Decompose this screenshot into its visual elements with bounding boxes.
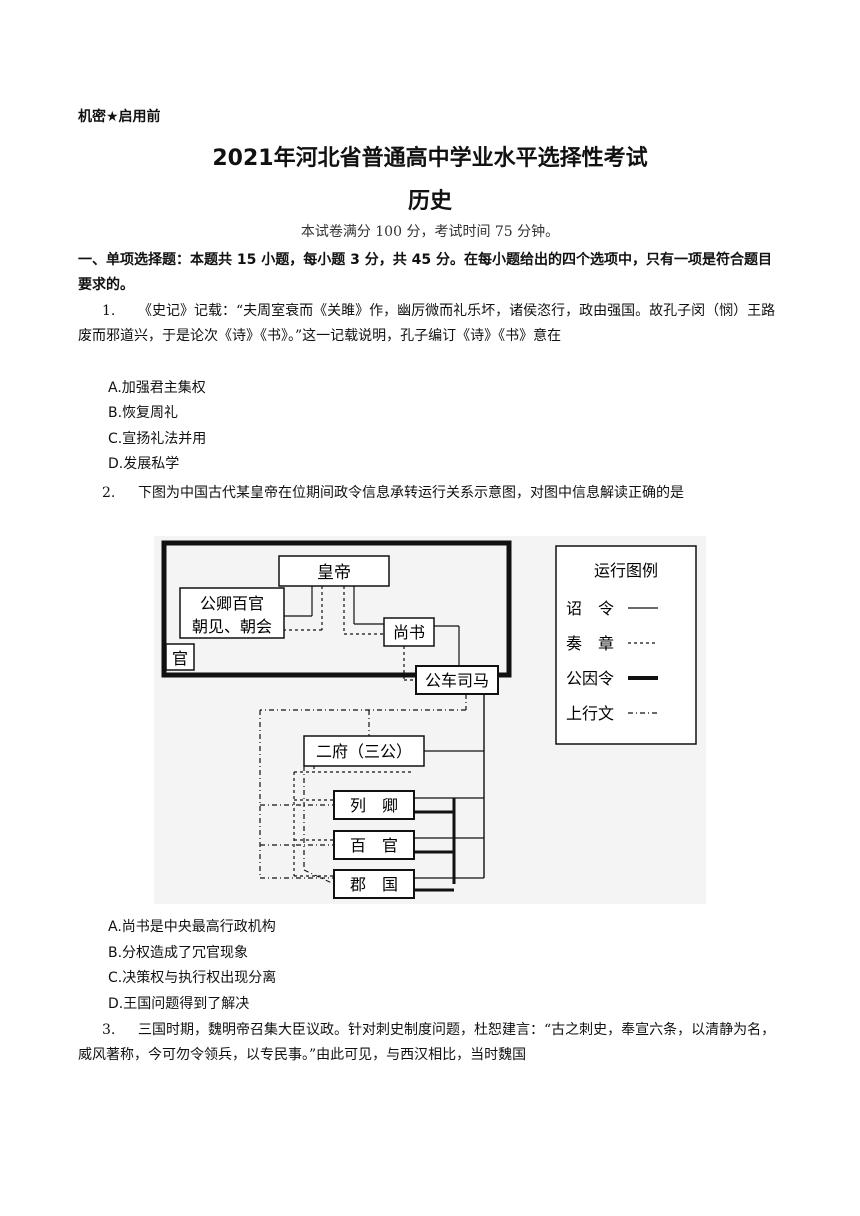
flow-diagram: 皇帝 公卿百官 朝见、朝会 官 尚书 公车司马 bbox=[161, 540, 697, 899]
gongche-box bbox=[415, 665, 499, 695]
legend-item-edict: 诏 令 bbox=[566, 599, 614, 618]
legend-title: 运行图例 bbox=[594, 561, 658, 580]
legend-item-upward: 上行文 bbox=[566, 704, 614, 723]
question-number: 3. bbox=[102, 1022, 116, 1038]
legend-item-memorial: 奏 章 bbox=[566, 634, 614, 653]
court-frame bbox=[161, 540, 512, 678]
erfu-box bbox=[303, 735, 425, 767]
option-b: B.分权造成了冗官现象 bbox=[108, 945, 249, 961]
option-a: A.加强君主集权 bbox=[108, 380, 206, 396]
question-2: 2. 下图为中国古代某皇帝在位期间政令信息承转运行关系示意图，对图中信息解读正确的… bbox=[78, 481, 784, 506]
legend-item-public-order: 公因令 bbox=[566, 669, 614, 688]
officials-label-1: 公卿百官 bbox=[200, 594, 264, 613]
officials-box bbox=[179, 587, 285, 639]
erfu-label: 二府（三公） bbox=[316, 742, 412, 761]
emperor-label: 皇帝 bbox=[317, 563, 351, 583]
legend-box bbox=[555, 545, 697, 745]
question-text: 三国时期，魏明帝召集大臣议政。针对刺史制度问题，杜恕建言：“古之刺史，奉宣六条，… bbox=[78, 1022, 776, 1063]
shangshu-label: 尚书 bbox=[393, 623, 425, 642]
baiguan-label: 百 官 bbox=[350, 836, 398, 855]
option-b: B.恢复周礼 bbox=[108, 405, 179, 421]
question-number: 2. bbox=[102, 485, 116, 501]
junguo-box bbox=[333, 869, 415, 899]
question-text: 《史记》记载：“夫周室衰而《关雎》作，幽厉微而礼乐坏，诸侯恣行，政由强国。故孔子… bbox=[78, 303, 776, 344]
option-d: D.发展私学 bbox=[108, 456, 180, 472]
exam-subject: 历史 bbox=[407, 189, 452, 214]
option-a: A.尚书是中央最高行政机构 bbox=[108, 919, 276, 935]
diagram-figure: 皇帝 公卿百官 朝见、朝会 官 尚书 公车司马 bbox=[154, 536, 706, 904]
junguo-label: 郡 国 bbox=[350, 875, 398, 894]
option-c: C.宣扬礼法并用 bbox=[108, 431, 207, 447]
lieqing-label: 列 卿 bbox=[350, 796, 398, 815]
option-c: C.决策权与执行权出现分离 bbox=[108, 970, 277, 986]
secret-label: 机密★启用前 bbox=[78, 109, 161, 125]
guan-label: 官 bbox=[172, 649, 188, 668]
question-text: 下图为中国古代某皇帝在位期间政令信息承转运行关系示意图，对图中信息解读正确的是 bbox=[138, 485, 684, 501]
section-heading: 一、单项选择题：本题共 15 小题，每小题 3 分，共 45 分。在每小题给出的… bbox=[78, 252, 772, 293]
question-3: 3.三国时期，魏明帝召集大臣议政。针对刺史制度问题，杜恕建言：“古之刺史，奉宣六… bbox=[78, 1018, 784, 1068]
gongche-label: 公车司马 bbox=[425, 671, 489, 690]
baiguan-box bbox=[333, 830, 415, 860]
exam-title: 2021年河北省普通高中学业水平选择性考试 bbox=[212, 146, 648, 171]
shangshu-box bbox=[383, 617, 435, 647]
question-number: 1. bbox=[102, 303, 116, 319]
question-1: 1.《史记》记载：“夫周室衰而《关雎》作，幽厉微而礼乐坏，诸侯恣行，政由强国。故… bbox=[78, 299, 784, 349]
option-d: D.王国问题得到了解决 bbox=[108, 996, 250, 1012]
guan-box bbox=[165, 643, 195, 671]
officials-label-2: 朝见、朝会 bbox=[192, 617, 272, 636]
emperor-box bbox=[278, 555, 390, 587]
exam-note: 本试卷满分 100 分，考试时间 75 分钟。 bbox=[300, 224, 560, 240]
